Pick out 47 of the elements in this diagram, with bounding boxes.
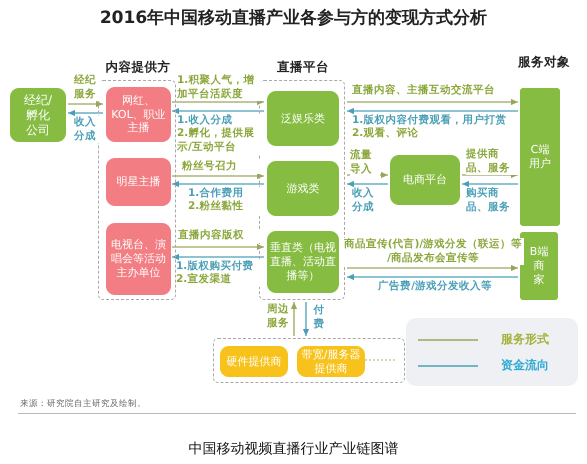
legend-label: 资金流向 <box>501 357 549 374</box>
platform-box: 泛娱乐类 <box>267 91 339 146</box>
platform-box: B端商家 <box>520 232 558 300</box>
caption: 中国移动视频直播行业产业链图谱 <box>188 440 400 458</box>
provider-box: 明星主播 <box>106 158 171 206</box>
arrow <box>347 108 518 114</box>
edge-label: 商品宣传(代言)/游戏分发（联运）等 /商品发布会宣传等 <box>342 238 524 266</box>
provider-box: 电视台、演唱会等活动主办单位 <box>106 223 171 295</box>
dashed-frame <box>213 338 405 383</box>
supplier-box: 带宽/服务器提供商 <box>297 346 365 377</box>
arrow <box>347 274 518 280</box>
arrow <box>290 302 298 336</box>
arrow <box>347 180 388 188</box>
arrow <box>302 302 310 336</box>
arrow <box>172 254 264 260</box>
edge-label: 1.收入分成 <box>177 114 261 128</box>
edge-label: 提供商品、服务 <box>466 148 518 176</box>
arrow <box>172 244 264 250</box>
arrow <box>68 110 103 116</box>
column-heading: 直播平台 <box>276 59 330 76</box>
column-heading: 内容提供方 <box>104 59 172 76</box>
arrow <box>172 108 264 114</box>
arrow <box>172 172 264 180</box>
arrow <box>347 264 518 272</box>
platform-box: 垂直类（电视直播、活动直播等） <box>267 231 339 293</box>
arrow <box>68 100 103 108</box>
edge-label: 1.积聚人气，增加平台活跃度 <box>177 74 261 102</box>
platform-box: 电商平台 <box>390 155 460 205</box>
edge-label: 直播内容版权 <box>178 229 262 243</box>
edge-label: 1.合作费用 <box>188 187 260 201</box>
provider-box: 网红、KOL、职业主播 <box>106 87 171 142</box>
edge-label: 付费 <box>311 304 327 332</box>
title: 2016年中国移动直播产业各参与方的变现方式分析 <box>98 7 488 29</box>
supplier-box: 硬件提供商 <box>220 346 288 377</box>
arrow <box>172 180 264 188</box>
arrow <box>347 98 518 106</box>
arrow <box>172 98 264 106</box>
platform-box: 经纪/孵化公司 <box>10 88 66 142</box>
edge-label: 周边服务 <box>265 303 291 330</box>
arrow <box>462 172 518 178</box>
edge-label: 流量导入 <box>350 149 380 176</box>
legend-label: 服务形式 <box>501 331 549 348</box>
annotation-text: 2.粉丝黏性 <box>188 200 260 214</box>
platform-box: 游戏类 <box>267 161 339 216</box>
arrow <box>462 180 518 188</box>
platform-box: C端用户 <box>520 88 560 226</box>
edge-label: 粉丝号召力 <box>182 160 262 174</box>
